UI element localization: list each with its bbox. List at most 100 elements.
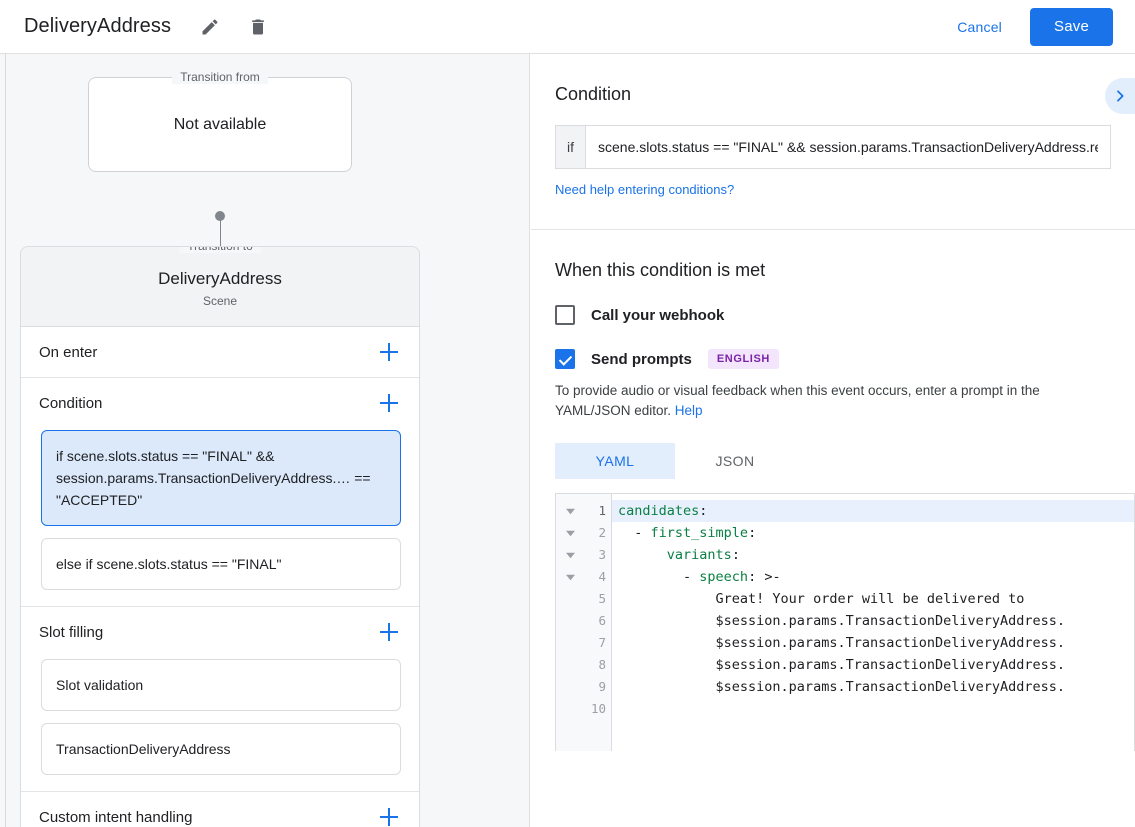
editor-fold-column bbox=[556, 494, 584, 751]
fold-spacer bbox=[556, 610, 584, 632]
when-condition-met-block: When this condition is met Call your web… bbox=[531, 230, 1135, 479]
condition-if-label: if bbox=[556, 126, 586, 168]
send-prompts-hint: To provide audio or visual feedback when… bbox=[555, 381, 1111, 421]
transition-to-legend: Transition to bbox=[179, 247, 261, 253]
editor-format-tabs: YAML JSON bbox=[555, 443, 1111, 479]
section-header-custom-intent-handling[interactable]: Custom intent handling bbox=[21, 792, 419, 827]
slot-filling-list: Slot validation TransactionDeliveryAddre… bbox=[21, 657, 419, 775]
add-on-enter-button[interactable] bbox=[377, 340, 401, 364]
section-condition: Condition if scene.slots.status == "FINA… bbox=[21, 378, 419, 607]
line-number: 7 bbox=[598, 635, 606, 650]
fold-spacer bbox=[556, 698, 584, 720]
add-custom-intent-button[interactable] bbox=[377, 805, 401, 827]
fold-spacer bbox=[556, 588, 584, 610]
save-button[interactable]: Save bbox=[1030, 7, 1113, 46]
section-slot-filling: Slot filling Slot validation Transaction… bbox=[21, 607, 419, 792]
code-key: first_simple bbox=[650, 525, 749, 541]
chevron-right-icon[interactable] bbox=[1105, 78, 1135, 114]
code-line[interactable]: Great! Your order will be delivered to bbox=[618, 591, 1025, 607]
line-number: 9 bbox=[598, 679, 606, 694]
trash-icon[interactable] bbox=[243, 12, 273, 42]
condition-heading: Condition bbox=[555, 84, 632, 104]
code-line[interactable]: variants: bbox=[666, 547, 740, 563]
right-panel: Condition if Need help entering conditio… bbox=[531, 54, 1135, 827]
section-title-custom-intent-handling: Custom intent handling bbox=[39, 808, 193, 826]
line-number: 8 bbox=[598, 657, 606, 672]
section-header-slot-filling[interactable]: Slot filling bbox=[21, 607, 419, 657]
code-line[interactable]: candidates: bbox=[612, 500, 1134, 522]
connector-line bbox=[219, 216, 221, 268]
fold-arrow-icon[interactable] bbox=[556, 544, 584, 566]
fold-spacer bbox=[556, 632, 584, 654]
fold-spacer bbox=[556, 676, 584, 698]
condition-input[interactable] bbox=[586, 126, 1110, 168]
slot-validation-item[interactable]: Slot validation bbox=[41, 659, 401, 711]
scene-card: Transition to DeliveryAddress Scene On e… bbox=[20, 246, 420, 827]
cancel-button[interactable]: Cancel bbox=[943, 11, 1016, 43]
code-line[interactable] bbox=[612, 698, 1134, 720]
page-title: DeliveryAddress bbox=[24, 15, 172, 37]
send-prompts-help-link[interactable]: Help bbox=[674, 403, 703, 418]
left-rail-divider bbox=[5, 54, 6, 827]
fold-arrow-icon[interactable] bbox=[556, 500, 584, 522]
language-badge: ENGLISH bbox=[707, 349, 779, 369]
condition-block: Condition if Need help entering conditio… bbox=[531, 54, 1135, 199]
left-panel: Transition from Not available Transition… bbox=[0, 54, 530, 827]
code-line[interactable]: $session.params.TransactionDeliveryAddre… bbox=[618, 679, 1066, 695]
line-number: 4 bbox=[598, 569, 606, 584]
transition-to-type: Scene bbox=[202, 294, 238, 308]
fold-arrow-icon[interactable] bbox=[556, 566, 584, 588]
send-prompts-row: Send prompts ENGLISH bbox=[555, 349, 1111, 369]
transition-to-header: Transition to DeliveryAddress Scene bbox=[21, 247, 419, 327]
code-line[interactable]: $session.params.TransactionDeliveryAddre… bbox=[618, 657, 1066, 673]
code-line[interactable]: - speech: >- bbox=[618, 569, 781, 585]
section-on-enter: On enter bbox=[21, 327, 419, 378]
section-title-condition: Condition bbox=[39, 394, 103, 412]
condition-input-row: if bbox=[555, 125, 1111, 169]
section-divider bbox=[531, 229, 1135, 230]
section-title-slot-filling: Slot filling bbox=[39, 623, 104, 641]
line-number: 6 bbox=[598, 613, 606, 628]
section-header-on-enter[interactable]: On enter bbox=[21, 327, 419, 377]
transition-from-card: Transition from Not available bbox=[88, 70, 352, 172]
editor-code-area[interactable]: candidates: - first_simple: variants: - … bbox=[612, 494, 1134, 751]
pencil-icon[interactable] bbox=[195, 12, 225, 42]
transition-from-legend: Transition from bbox=[172, 70, 268, 84]
slot-item-transaction-delivery-address[interactable]: TransactionDeliveryAddress bbox=[41, 723, 401, 775]
code-line[interactable]: $session.params.TransactionDeliveryAddre… bbox=[618, 613, 1066, 629]
transition-from-value: Not available bbox=[173, 115, 267, 133]
line-number: 3 bbox=[598, 547, 606, 562]
code-line[interactable]: - first_simple: bbox=[618, 525, 757, 541]
code-line[interactable]: $session.params.TransactionDeliveryAddre… bbox=[618, 635, 1066, 651]
code-key: candidates bbox=[618, 503, 700, 519]
call-webhook-label: Call your webhook bbox=[591, 306, 725, 324]
line-number: 5 bbox=[598, 591, 606, 606]
transition-to-name: DeliveryAddress bbox=[158, 269, 282, 288]
call-webhook-row: Call your webhook bbox=[555, 305, 1111, 325]
section-custom-intent-handling: Custom intent handling bbox=[21, 792, 419, 827]
send-prompts-checkbox[interactable] bbox=[555, 349, 575, 369]
fold-arrow-icon[interactable] bbox=[556, 522, 584, 544]
call-webhook-checkbox[interactable] bbox=[555, 305, 575, 325]
send-prompts-label: Send prompts bbox=[591, 350, 692, 368]
code-key: variants bbox=[666, 547, 732, 563]
line-number: 1 bbox=[598, 503, 606, 518]
add-condition-button[interactable] bbox=[377, 391, 401, 415]
condition-help-link[interactable]: Need help entering conditions? bbox=[555, 182, 735, 197]
top-bar: DeliveryAddress Cancel Save bbox=[0, 0, 1135, 54]
send-prompts-hint-text: To provide audio or visual feedback when… bbox=[555, 383, 1040, 418]
code-key: speech bbox=[699, 569, 749, 585]
section-title-on-enter: On enter bbox=[39, 343, 98, 361]
condition-list: if scene.slots.status == "FINAL" && sess… bbox=[21, 428, 419, 590]
condition-item[interactable]: else if scene.slots.status == "FINAL" bbox=[41, 538, 401, 590]
condition-item-selected[interactable]: if scene.slots.status == "FINAL" && sess… bbox=[41, 430, 401, 526]
add-slot-filling-button[interactable] bbox=[377, 620, 401, 644]
tab-json[interactable]: JSON bbox=[715, 453, 755, 469]
section-header-condition[interactable]: Condition bbox=[21, 378, 419, 428]
when-condition-met-heading: When this condition is met bbox=[555, 260, 766, 280]
fold-spacer bbox=[556, 654, 584, 676]
tab-yaml[interactable]: YAML bbox=[555, 443, 675, 479]
line-number: 10 bbox=[590, 701, 606, 716]
